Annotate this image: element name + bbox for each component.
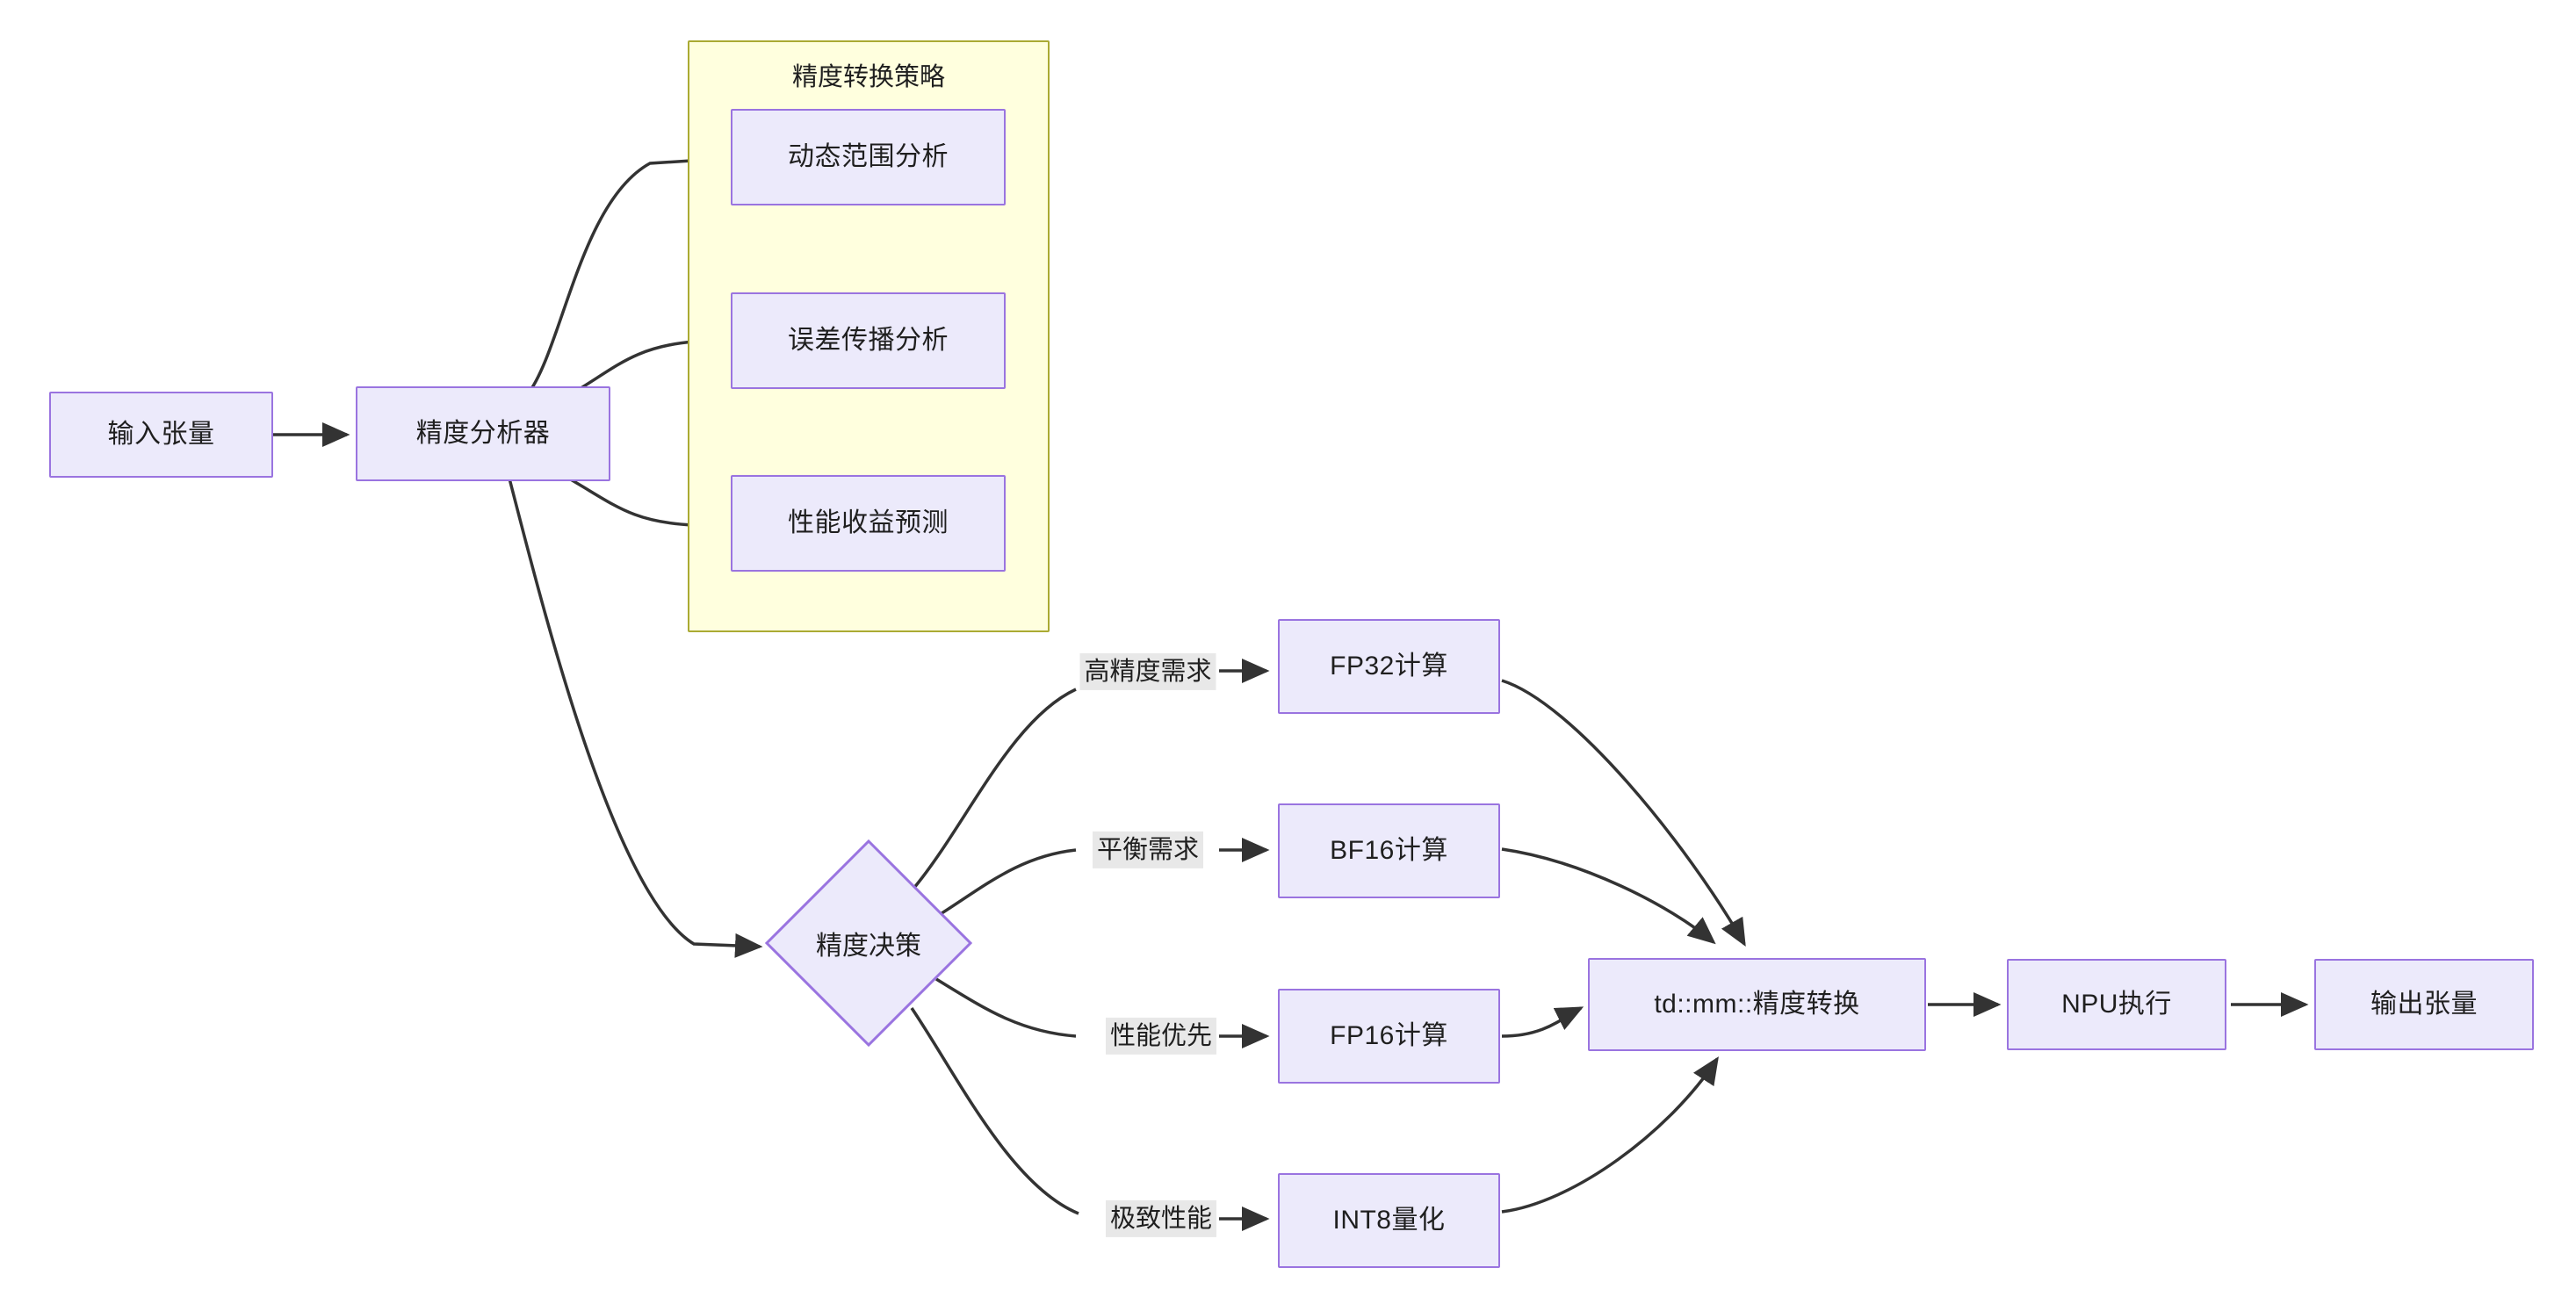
node-label: 性能收益预测 <box>788 508 949 537</box>
node-label: 动态范围分析 <box>788 142 949 171</box>
node-input-tensor[interactable]: 输入张量 <box>49 392 273 478</box>
node-performance-gain-prediction[interactable]: 性能收益预测 <box>731 475 1006 572</box>
node-label: 输入张量 <box>107 420 215 449</box>
edge-fp16-to-convert <box>1501 1006 1584 1038</box>
subgraph-title: 精度转换策略 <box>791 63 945 91</box>
node-label: 误差传播分析 <box>788 326 949 355</box>
edge-label-performance-first: 性能优先 <box>1105 1017 1217 1055</box>
diamond-shape <box>764 839 973 1048</box>
edge-int8-to-convert <box>1501 1056 1719 1214</box>
edge-bf16-to-convert <box>1501 847 1716 945</box>
node-label: 精度决策 <box>816 932 921 961</box>
node-precision-convert[interactable]: td::mm::精度转换 <box>1588 958 1926 1051</box>
edge-fp32-to-convert <box>1501 679 1746 947</box>
node-npu-execute[interactable]: NPU执行 <box>2007 959 2226 1050</box>
node-precision-analyzer[interactable]: 精度分析器 <box>356 386 610 481</box>
node-dynamic-range-analysis[interactable]: 动态范围分析 <box>731 109 1006 205</box>
node-label: FP32计算 <box>1330 652 1448 681</box>
node-label: td::mm::精度转换 <box>1654 990 1860 1019</box>
node-precision-decision[interactable]: 精度决策 <box>764 839 973 1048</box>
node-error-propagation-analysis[interactable]: 误差传播分析 <box>731 292 1006 389</box>
node-label: INT8量化 <box>1332 1206 1446 1235</box>
node-int8-quantization[interactable]: INT8量化 <box>1278 1173 1500 1268</box>
node-label: BF16计算 <box>1330 836 1448 865</box>
node-output-tensor[interactable]: 输出张量 <box>2314 959 2534 1050</box>
node-bf16-compute[interactable]: BF16计算 <box>1278 803 1500 898</box>
node-fp32-compute[interactable]: FP32计算 <box>1278 619 1500 714</box>
node-fp16-compute[interactable]: FP16计算 <box>1278 989 1500 1084</box>
edge-label-high-precision: 高精度需求 <box>1079 652 1216 691</box>
edge-label-balanced: 平衡需求 <box>1092 831 1204 869</box>
node-label: NPU执行 <box>2061 990 2172 1019</box>
node-label: FP16计算 <box>1330 1021 1448 1050</box>
edge-label-extreme-performance: 极致性能 <box>1105 1199 1217 1238</box>
node-label: 输出张量 <box>2370 990 2478 1019</box>
node-label: 精度分析器 <box>415 419 551 448</box>
